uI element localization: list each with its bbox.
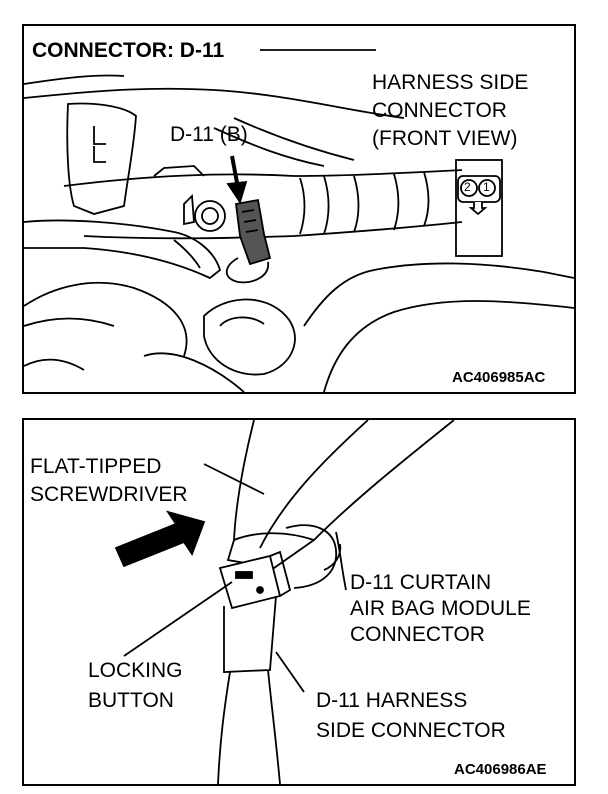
harness-tube-top: [63, 169, 463, 187]
clip-bracket: [66, 102, 137, 215]
harness-connector-label-line2: CONNECTOR: [372, 99, 507, 122]
pin-2-label: 2: [464, 180, 471, 194]
harness-wire-left: [217, 671, 231, 784]
pin-2-circle: [460, 179, 478, 197]
connector-wire-loop: [225, 257, 269, 284]
figure-title: CONNECTOR: D-11: [32, 39, 225, 62]
figure-code: AC406986AE: [454, 761, 547, 778]
screwdriver-shaft: [233, 420, 455, 542]
module-label-line1: D-11 CURTAIN: [350, 571, 492, 594]
harness-connector-label-line1: HARNESS SIDE: [372, 71, 529, 94]
front-view-connector-housing: [455, 159, 503, 257]
screwdriver-illustration: [114, 420, 455, 784]
locking-button-label-line2: BUTTON: [88, 689, 174, 712]
connector-id-label: D-11 (B): [170, 123, 248, 146]
pin-1-label: 1: [483, 180, 490, 194]
locking-button-leader: [123, 581, 233, 657]
screwdriver-label-line1: FLAT-TIPPED: [30, 455, 162, 478]
harness-connector-label-line2: SIDE CONNECTOR: [316, 719, 506, 742]
harness-connector-label-line1: D-11 HARNESS: [316, 689, 468, 712]
screwdriver-label-line2: SCREWDRIVER: [30, 483, 188, 506]
harness-connector-head: [218, 554, 282, 610]
pull-direction-arrow: [114, 510, 206, 568]
harness-connector-label-line3: (FRONT VIEW): [372, 127, 518, 150]
harness-leader: [275, 651, 305, 693]
module-label-line2: AIR BAG MODULE: [350, 597, 531, 620]
locking-button-label-line1: LOCKING: [88, 659, 183, 682]
module-label-line3: CONNECTOR: [350, 623, 485, 646]
vehicle-harness-illustration: [24, 49, 574, 392]
module-leader: [335, 531, 347, 591]
harness-connector-body: [223, 595, 277, 673]
connector-location-figure: CONNECTOR: D-11 HARNESS SIDE CONNECTOR (…: [22, 24, 576, 394]
connector-removal-figure: FLAT-TIPPED SCREWDRIVER D-11 CURTAIN AIR…: [22, 418, 576, 786]
figure-code: AC406985AC: [452, 369, 546, 386]
screwdriver-leader: [203, 463, 265, 495]
harness-wire-right: [267, 669, 281, 784]
airbag-module-connector: [285, 524, 337, 589]
harness-tube-bottom: [83, 221, 463, 240]
pin-1-circle: [478, 179, 496, 197]
connector-body: [235, 198, 272, 266]
